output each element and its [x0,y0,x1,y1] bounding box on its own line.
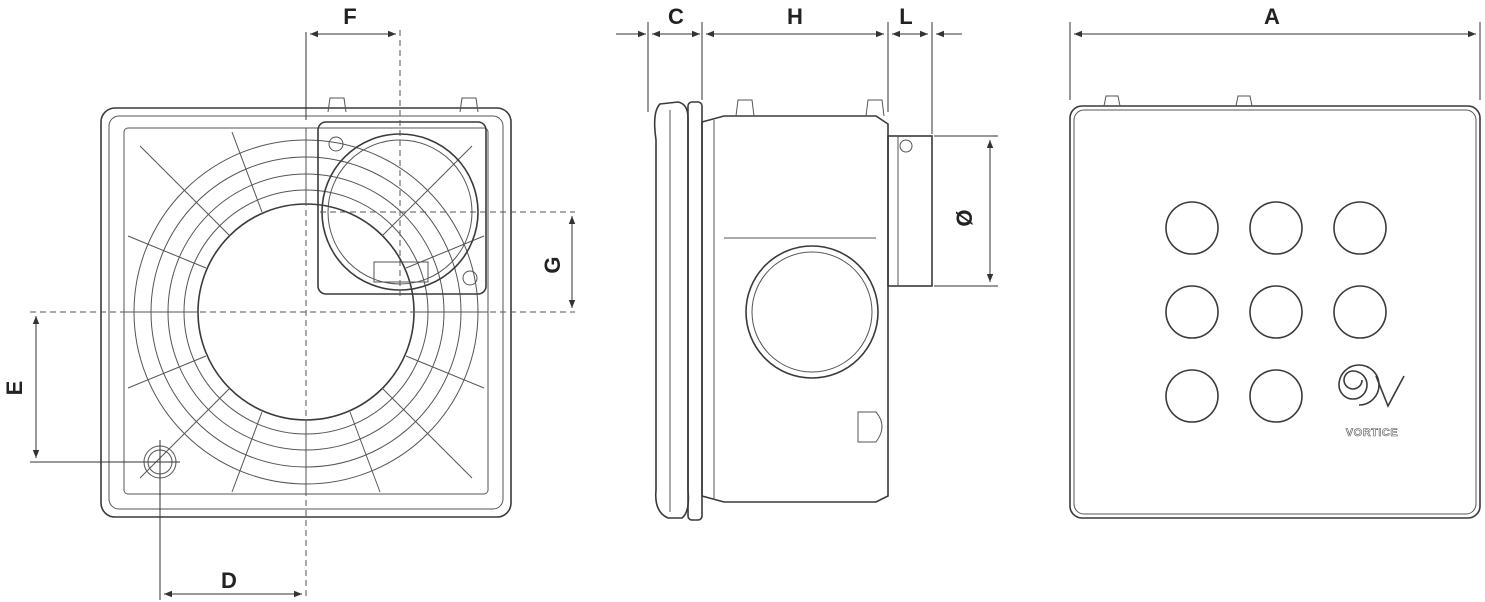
cover-circle [1333,285,1387,339]
front-cover-view: VORTICE [1069,95,1481,519]
dimension-label-D: D [221,568,237,593]
side-view [653,99,933,521]
cover-circle [1165,201,1219,255]
cover-circle [1249,201,1303,255]
front-view-grille [30,30,575,600]
dimension-label-H: H [787,4,803,29]
dimension-G: G [540,216,576,308]
brand-name: VORTICE [1346,427,1398,439]
cover-circle [1165,369,1219,423]
dimension-C: C [616,4,703,112]
dimension-label-F: F [343,4,356,29]
dimension-A: A [1069,4,1481,100]
dimension-label-C: C [668,4,684,29]
dimension-L: L [892,4,962,134]
dimension-F: F [305,4,396,120]
cover-circle [1333,201,1387,255]
brand-logo: VORTICE [1338,364,1405,439]
dimension-label-diameter: Ø [952,209,977,226]
dimension-label-L: L [899,4,912,29]
dimension-H: H [706,4,889,112]
cover-circle [1249,285,1303,339]
dimension-label-E: E [2,381,27,396]
cover-circle [1249,369,1303,423]
dimension-E: E [2,316,40,458]
cover-circle [1165,285,1219,339]
cover-button-grid [1165,201,1387,423]
dimension-diameter: Ø [934,135,998,287]
dimension-label-A: A [1264,4,1280,29]
dimension-D: D [164,568,302,598]
dimension-label-G: G [540,256,565,273]
